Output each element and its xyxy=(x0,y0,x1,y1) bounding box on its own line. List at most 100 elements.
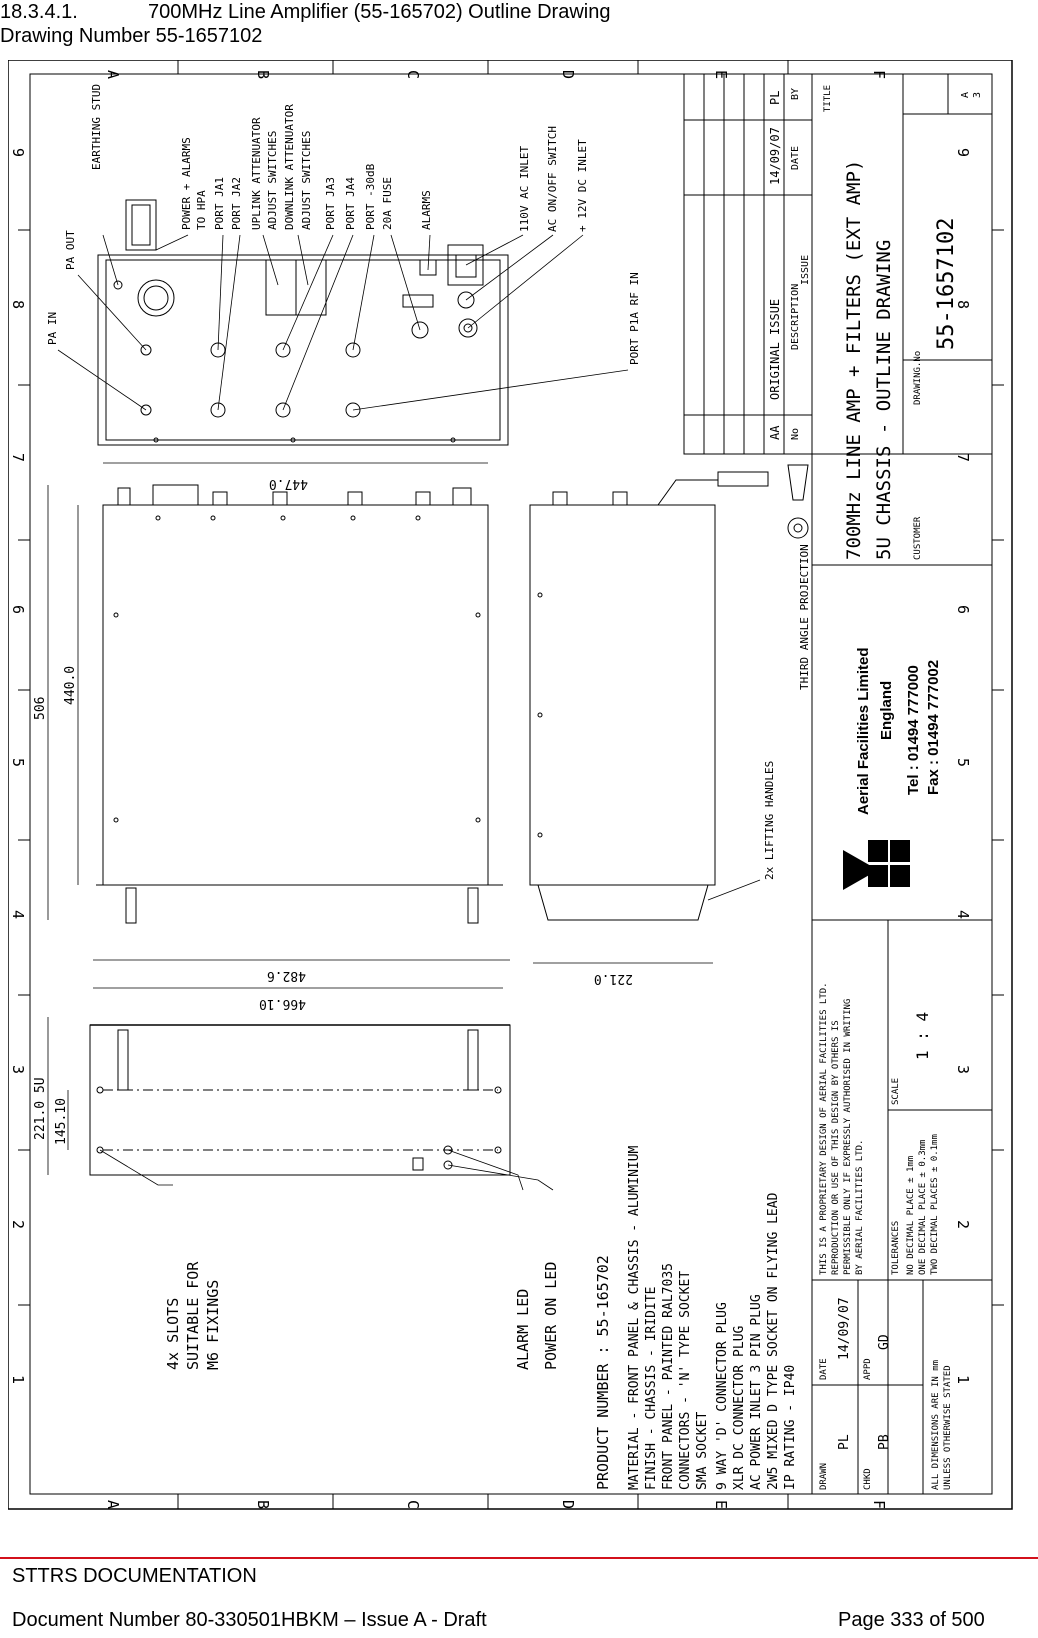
company-name: Aerial Facilities Limited xyxy=(855,647,872,815)
zone-letter: B xyxy=(254,1500,272,1509)
callout-alarms: ALARMS xyxy=(420,190,433,230)
scale-label: SCALE xyxy=(891,1078,901,1105)
zone-number: 5 xyxy=(9,758,27,767)
top-view xyxy=(89,1024,511,1176)
zone-number: 9 xyxy=(954,148,972,157)
dim-447: 447.0 xyxy=(269,476,308,491)
footer-doc-number: Document Number 80-330501HBKM – Issue A … xyxy=(12,1609,487,1631)
proprietary-line: THIS IS A PROPRIETARY DESIGN OF AERIAL F… xyxy=(819,982,829,1275)
dimension-labels: 447.0 506 440.0 482.6 466.10 221.0 221.0… xyxy=(33,476,633,1145)
zone-number: 4 xyxy=(954,910,972,919)
drawn-value: PL xyxy=(837,1434,852,1450)
tolerance-line: ONE DECIMAL PLACE ± 0.3mm xyxy=(918,1140,928,1275)
dim-440: 440.0 xyxy=(63,666,78,705)
callout-adjust-sw1: ADJUST SWITCHES xyxy=(266,131,279,230)
scale-value: 1 : 4 xyxy=(913,1012,932,1060)
footer-page-number: Page 333 of 500 xyxy=(838,1609,985,1631)
note: FRONT PANEL - PAINTED RAL7035 xyxy=(661,1263,676,1490)
zone-number: 2 xyxy=(9,1220,27,1229)
proprietary-line: PERMISSIBLE ONLY IF EXPRESSLY AUTHORISED… xyxy=(843,999,853,1275)
tolerance-line: TWO DECIMAL PLACES ± 0.1mm xyxy=(930,1134,940,1275)
front-panel-callouts: EARTHING STUD PA OUT PA IN POWER + ALARM… xyxy=(46,84,641,365)
note: XLR DC CONNECTOR PLUG xyxy=(732,1325,747,1490)
end-view-callout: 2x LIFTING HANDLES xyxy=(707,761,776,901)
drawing-number-caption: Drawing Number 55-1657102 xyxy=(0,25,263,47)
zone-number: 6 xyxy=(954,605,972,614)
top-view-callouts: 4x SLOTS SUITABLE FOR M6 FIXINGS ALARM L… xyxy=(164,1261,560,1370)
callout-power-alarms: POWER + ALARMS xyxy=(180,137,193,230)
callout-to-hpa: TO HPA xyxy=(195,190,208,230)
zone-letter: C xyxy=(404,70,422,79)
dim-506: 506 xyxy=(33,697,48,720)
note: 9 WAY 'D' CONNECTOR PLUG xyxy=(715,1302,730,1490)
callout-uplink-att: UPLINK ATTENUATOR xyxy=(250,117,263,230)
callout-port-ja3: PORT JA3 xyxy=(324,177,337,230)
dim-482: 482.6 xyxy=(267,968,306,983)
drawing-title-line2: 5U CHASSIS - OUTLINE DRAWING xyxy=(873,240,895,560)
callout-power-on-led: POWER ON LED xyxy=(542,1262,560,1370)
zone-number: 1 xyxy=(954,1375,972,1384)
page-footer: STTRS DOCUMENTATION Document Number 80-3… xyxy=(0,1557,1038,1631)
note: CONNECTORS - 'N' TYPE SOCKET xyxy=(678,1271,693,1490)
note: IP RATING - IP40 xyxy=(783,1365,798,1490)
note: AC POWER INLET 3 PIN PLUG xyxy=(749,1294,764,1490)
proprietary-notice: THIS IS A PROPRIETARY DESIGN OF AERIAL F… xyxy=(819,982,865,1275)
top-view-leaders xyxy=(99,1149,554,1191)
drawn-label: DRAWN xyxy=(819,1463,829,1490)
dim-466: 466.10 xyxy=(259,996,306,1011)
callout-slots-3: M6 FIXINGS xyxy=(204,1280,222,1370)
outline-drawing-svg: A B C D E F A B C D E F 9 8 7 6 5 4 3 2 … xyxy=(8,60,1013,1510)
zone-number: 2 xyxy=(954,1220,972,1229)
note: MATERIAL - FRONT PANEL & CHASSIS - ALUMI… xyxy=(627,1145,642,1490)
note: 2W5 MIXED D TYPE SOCKET ON FLYING LEAD xyxy=(766,1192,781,1490)
callout-ac-switch: AC ON/OFF SWITCH xyxy=(546,126,559,232)
callout-pa-out: PA OUT xyxy=(64,230,77,270)
callout-lifting-handles: 2x LIFTING HANDLES xyxy=(763,761,776,880)
zone-letter: B xyxy=(254,70,272,79)
units-line2: UNLESS OTHERWISE STATED xyxy=(943,1365,953,1490)
zone-number: 6 xyxy=(9,605,27,614)
tolerances-label: TOLERANCES xyxy=(891,1221,901,1275)
rev-date: 14/09/07 xyxy=(768,127,782,185)
front-panel-view xyxy=(97,199,509,446)
date-label: DATE xyxy=(819,1358,829,1380)
zone-number: 3 xyxy=(9,1065,27,1074)
projection-label: THIRD ANGLE PROJECTION xyxy=(798,544,811,690)
issue-label: ISSUE xyxy=(800,255,811,285)
company-country: England xyxy=(878,681,895,740)
zone-letter: C xyxy=(404,1500,422,1509)
zone-letter: E xyxy=(712,1500,730,1509)
zone-letter: D xyxy=(559,1500,577,1509)
zone-number: 9 xyxy=(9,148,27,157)
customer-label: CUSTOMER xyxy=(913,516,923,560)
callout-port-ja4: PORT JA4 xyxy=(344,177,357,230)
footer-doc-title: STTRS DOCUMENTATION xyxy=(12,1565,257,1587)
date-value: 14/09/07 xyxy=(837,1297,852,1360)
outer-border xyxy=(8,60,1013,1510)
end-view xyxy=(529,471,769,921)
tolerances-field: TOLERANCES NO DECIMAL PLACE ± 1mm ONE DE… xyxy=(891,1134,940,1275)
callout-alarm-led: ALARM LED xyxy=(514,1289,532,1370)
scale-field: SCALE 1 : 4 xyxy=(891,1012,932,1105)
drawing-notes: PRODUCT NUMBER : 55-165702 MATERIAL - FR… xyxy=(594,1145,798,1490)
sheet-size-3: 3 xyxy=(972,92,983,98)
company-tel: Tel : 01494 777000 xyxy=(905,665,922,795)
zone-letter: F xyxy=(870,70,888,79)
callout-port-30db: PORT -30dB xyxy=(364,163,377,230)
title-label: TITLE xyxy=(823,85,833,112)
proprietary-line: REPRODUCTION OR USE OF THIS DESIGN BY OT… xyxy=(831,1020,841,1275)
zone-numbers: 9 8 7 6 5 4 3 2 1 9 8 7 6 5 4 3 2 1 xyxy=(9,148,972,1384)
approval-fields: DRAWN PL DATE 14/09/07 CHKD PB APPD GD A… xyxy=(819,1297,953,1490)
callout-pa-in: PA IN xyxy=(46,312,59,345)
callout-downlink-att: DOWNLINK ATTENUATOR xyxy=(283,104,296,230)
callout-earthing-stud: EARTHING STUD xyxy=(90,84,103,170)
zone-number: 4 xyxy=(9,910,27,919)
proprietary-line: BY AERIAL FACILITIES LTD. xyxy=(855,1140,865,1275)
callout-fuse: 20A FUSE xyxy=(381,177,394,230)
dimension-lines xyxy=(47,462,713,1175)
zone-letter: A xyxy=(104,1500,122,1509)
callout-port-ja2: PORT JA2 xyxy=(230,177,243,230)
zone-number: 3 xyxy=(954,1065,972,1074)
rev-desc-label: DESCRIPTION xyxy=(790,284,801,350)
rev-no-label: No xyxy=(790,428,801,440)
